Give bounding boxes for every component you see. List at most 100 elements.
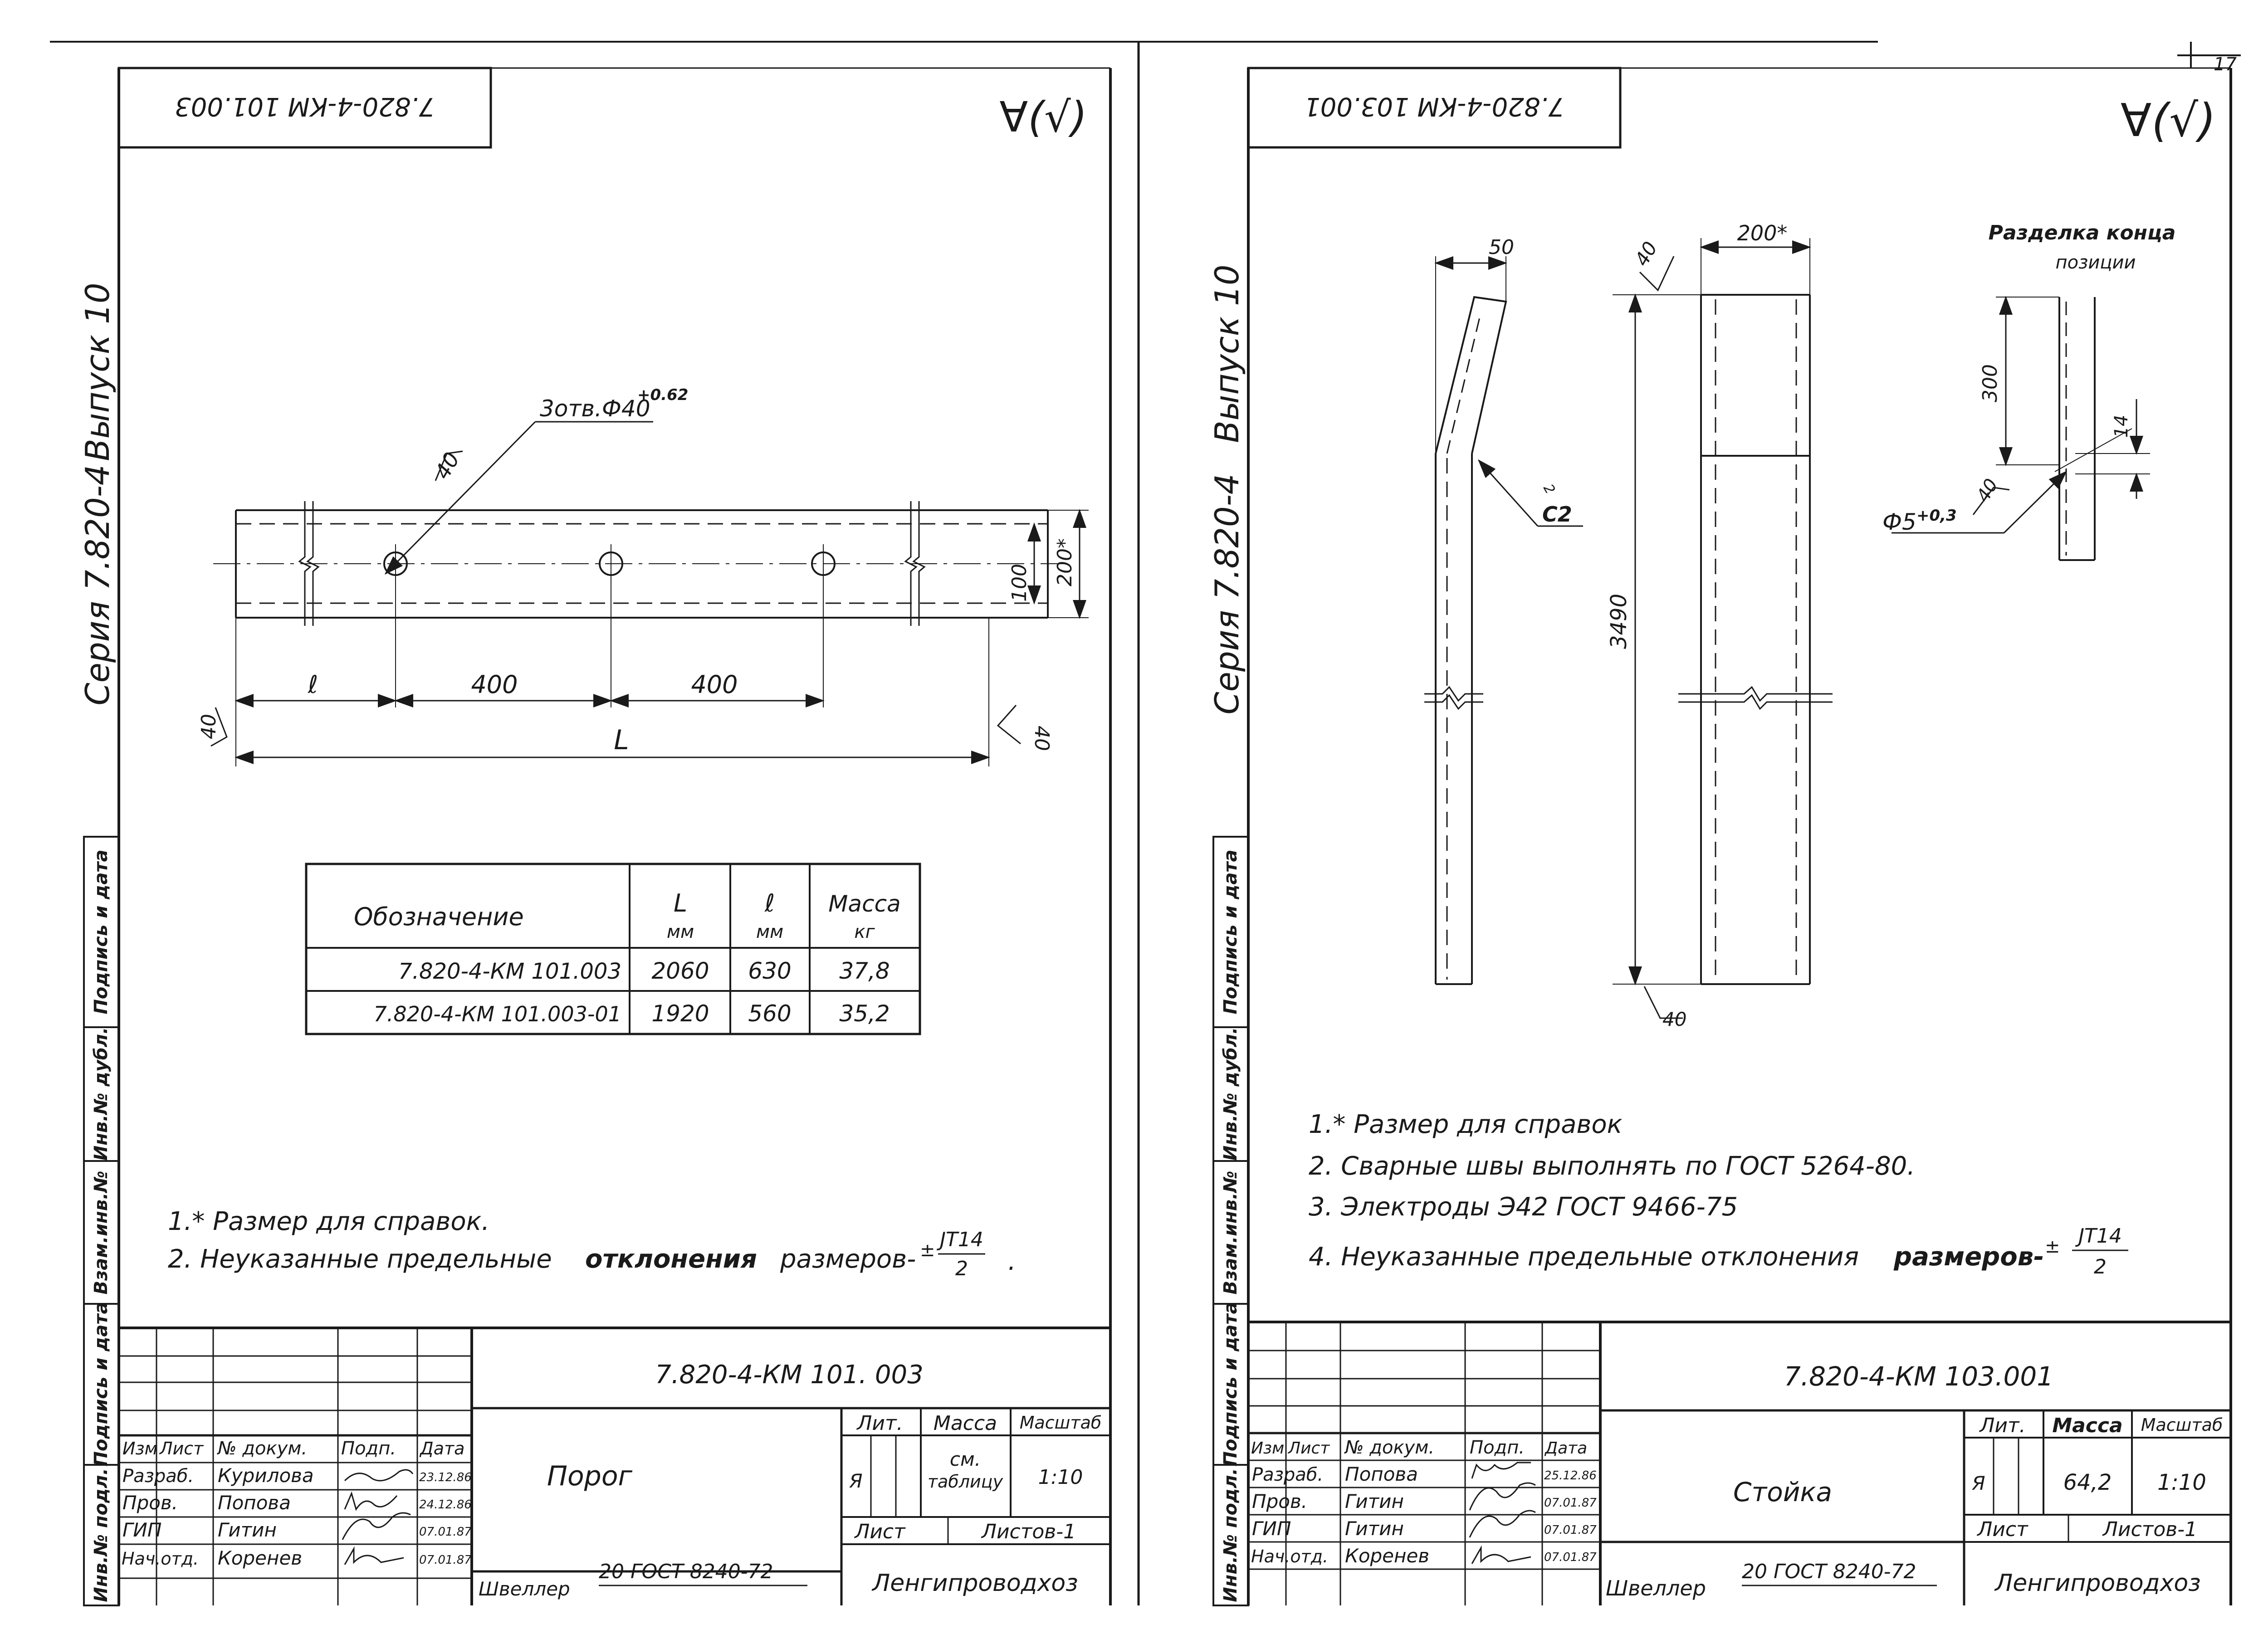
title-name: Стойка <box>1733 1477 1832 1507</box>
detail-hole-tolerance: +0,3 <box>1916 507 1957 525</box>
svg-text:2: 2 <box>955 1257 968 1280</box>
svg-text:Лит.: Лит. <box>1979 1414 2025 1437</box>
note-2c: размеров- <box>780 1244 916 1274</box>
svg-text:Лит.: Лит. <box>856 1412 903 1435</box>
note-4b: размеров- <box>1893 1242 2044 1272</box>
svg-text:Масса: Масса <box>934 1412 997 1435</box>
dim-50: 50 <box>1489 236 1514 259</box>
svg-text:Дата: Дата <box>1544 1439 1587 1458</box>
holes-tolerance: +0.62 <box>637 386 688 404</box>
weld-symbol: С2 <box>1542 502 1572 527</box>
table-row-1-mass: 37,8 <box>839 958 890 984</box>
note-4a: 4. Неуказанные предельные отклонения <box>1309 1242 1859 1272</box>
table-header-L: L <box>674 889 687 917</box>
left-sheet: 7.820-4-КМ 101.003 ∀(√) Выпуск 10 Серия … <box>78 67 1112 1606</box>
svg-text:Подпись и дата: Подпись и дата <box>1220 849 1241 1014</box>
side-series: Серия 7.820-4 <box>78 464 117 705</box>
svg-text:Коренев: Коренев <box>1345 1545 1429 1567</box>
table-row-2-L: 1920 <box>651 1000 709 1027</box>
svg-text:Попова: Попова <box>1345 1463 1418 1485</box>
svg-text:см.: см. <box>950 1448 981 1470</box>
title-block: 7.820-4-КМ 103.001 Изм Лист № докум. Под… <box>1248 1321 2231 1605</box>
svg-text:07.01.87: 07.01.87 <box>419 1553 472 1567</box>
svg-text:Я: Я <box>1971 1472 1985 1494</box>
svg-text:Лист: Лист <box>159 1439 204 1458</box>
svg-text:JT14: JT14 <box>936 1228 983 1251</box>
svg-text:JT14: JT14 <box>2075 1224 2122 1248</box>
svg-text:Разраб.: Разраб. <box>122 1466 194 1487</box>
title-material: Швеллер <box>1606 1576 1706 1600</box>
svg-text:Масштаб: Масштаб <box>1020 1413 1102 1433</box>
title-material: Швеллер <box>479 1578 570 1600</box>
svg-text:Подпись и дата: Подпись и дата <box>91 849 112 1014</box>
note-2: 2. Сварные швы выполнять по ГОСТ 5264-80… <box>1309 1151 1915 1181</box>
svg-text:Подп.: Подп. <box>1470 1437 1525 1458</box>
svg-text:Попова: Попова <box>218 1492 291 1514</box>
svg-text:ГИП: ГИП <box>122 1519 161 1541</box>
svg-text:24.12.86: 24.12.86 <box>419 1498 472 1512</box>
signature-4 <box>344 1546 404 1565</box>
svg-text:Инв.№ дубл.: Инв.№ дубл. <box>91 1027 112 1161</box>
note-1: 1.* Размер для справок <box>1309 1110 1623 1139</box>
title-name: Порог <box>547 1460 633 1492</box>
dim-100: 100 <box>1008 564 1031 602</box>
dim-l: ℓ <box>308 670 318 699</box>
svg-text:Взам.инв.№: Взам.инв.№ <box>91 1171 112 1295</box>
dim-L: L <box>614 724 629 756</box>
page-number: 17 <box>2214 54 2237 75</box>
signature-1 <box>344 1469 414 1482</box>
dim-200: 200* <box>1737 221 1788 245</box>
stamp-box <box>117 67 492 149</box>
svg-text:±: ± <box>2045 1236 2060 1257</box>
post-side-view: 50 С2 2 <box>1424 236 1583 985</box>
margin-cells: Подпись и дата Инв.№ дубл. Взам.инв.№ По… <box>83 836 120 1606</box>
svg-text:Лист: Лист <box>854 1520 906 1543</box>
svg-text:Разраб.: Разраб. <box>1252 1464 1323 1485</box>
svg-text:мм: мм <box>667 922 694 942</box>
svg-text:±: ± <box>920 1240 935 1261</box>
margin-cells: Подпись и дата Инв.№ дубл. Взам.инв.№ По… <box>1212 836 1249 1606</box>
note-1: 1.* Размер для справок. <box>168 1207 489 1236</box>
svg-text:Подпись и дата: Подпись и дата <box>91 1302 112 1466</box>
svg-text:07.01.87: 07.01.87 <box>1544 1523 1597 1537</box>
svg-text:№ докум.: № докум. <box>217 1438 307 1459</box>
detail-hole-label: Ф5 <box>1882 509 1916 535</box>
holes-label: 3отв.Ф40 <box>540 395 650 422</box>
right-sheet: 7.820-4-КМ 103.001 ∀(√) Выпуск 10 Серия … <box>1208 67 2232 1606</box>
title-code: 7.820-4-КМ 101. 003 <box>655 1360 924 1390</box>
side-issue: Выпуск 10 <box>1208 264 1246 443</box>
svg-text:Пров.: Пров. <box>1252 1490 1307 1512</box>
notes: 1.* Размер для справок 2. Сварные швы вы… <box>1309 1110 2128 1278</box>
title-block: 7.820-4-КМ 101. 003 Изм Лист № докум. По… <box>119 1327 1110 1605</box>
stamp-code: 7.820-4-КМ 101.003 <box>175 92 435 121</box>
svg-text:Взам.инв.№: Взам.инв.№ <box>1220 1171 1241 1295</box>
svg-text:Гитин: Гитин <box>218 1519 277 1541</box>
svg-text:Инв.№ подл.: Инв.№ подл. <box>1220 1468 1241 1602</box>
signature-1 <box>1471 1462 1531 1479</box>
svg-text:Инв.№ подл.: Инв.№ подл. <box>91 1468 112 1602</box>
side-issue: Выпуск 10 <box>78 283 117 461</box>
beam-drawing: 3отв.Ф40 +0.62 40 100 200* ℓ 400 400 L <box>197 386 1089 766</box>
svg-text:2: 2 <box>2094 1255 2107 1278</box>
detail-title: Разделка конца <box>1989 221 2176 244</box>
table-row-2-code: 7.820-4-КМ 101.003-01 <box>374 1002 621 1026</box>
svg-text:07.01.87: 07.01.87 <box>419 1525 472 1539</box>
signature-2 <box>344 1491 398 1511</box>
svg-text:Нач.отд.: Нач.отд. <box>1251 1546 1328 1566</box>
svg-text:Гитин: Гитин <box>1345 1517 1404 1540</box>
title-org: Ленгипроводхоз <box>871 1570 1078 1597</box>
svg-text:1:10: 1:10 <box>1038 1466 1083 1489</box>
dim-400-a: 400 <box>471 670 518 699</box>
side-series: Серия 7.820-4 <box>1208 473 1246 714</box>
dim-200: 200* <box>1053 538 1076 586</box>
svg-text:ГИП: ГИП <box>1252 1517 1291 1540</box>
svg-text:Подп.: Подп. <box>341 1438 396 1459</box>
roughness-mark: ∀(√) <box>2121 94 2216 147</box>
svg-text:Инв.№ дубл.: Инв.№ дубл. <box>1220 1027 1241 1161</box>
svg-text:кг: кг <box>854 922 875 942</box>
svg-text:1:10: 1:10 <box>2157 1470 2206 1495</box>
svg-text:07.01.87: 07.01.87 <box>1544 1551 1597 1564</box>
svg-text:Гитин: Гитин <box>1345 1490 1404 1512</box>
rough-detail: 40 <box>1973 475 2002 506</box>
svg-text:Подпись и дата: Подпись и дата <box>1220 1302 1241 1466</box>
